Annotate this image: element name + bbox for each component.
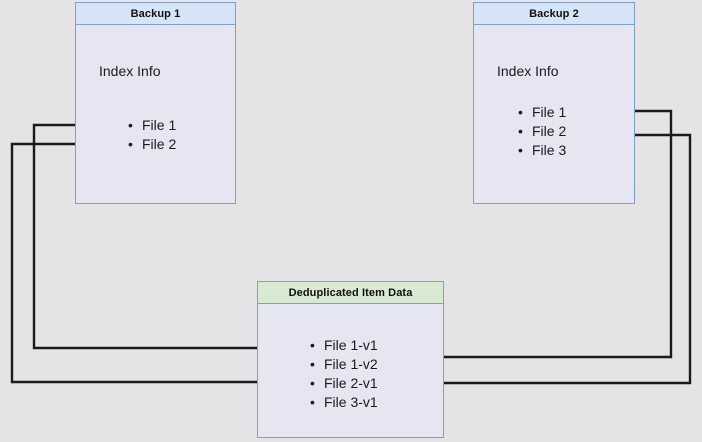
backup-1-box: Backup 1 Index Info File 1 File 2 bbox=[75, 2, 236, 204]
backup-2-body: Index Info File 1 File 2 File 3 bbox=[474, 25, 634, 203]
backup-1-title: Backup 1 bbox=[76, 3, 235, 25]
backup-1-body: Index Info File 1 File 2 bbox=[76, 25, 235, 203]
list-item: File 1 bbox=[516, 103, 566, 122]
list-item: File 2 bbox=[126, 135, 176, 154]
backup-2-title: Backup 2 bbox=[474, 3, 634, 25]
list-item: File 2-v1 bbox=[308, 374, 378, 393]
list-item: File 1 bbox=[126, 116, 176, 135]
list-item: File 3 bbox=[516, 141, 566, 160]
backup-1-file-list: File 1 File 2 bbox=[126, 116, 176, 154]
backup-2-box: Backup 2 Index Info File 1 File 2 File 3 bbox=[473, 2, 635, 204]
dedup-title: Deduplicated Item Data bbox=[258, 282, 443, 304]
list-item: File 1-v1 bbox=[308, 336, 378, 355]
list-item: File 3-v1 bbox=[308, 393, 378, 412]
list-item: File 2 bbox=[516, 122, 566, 141]
backup-1-index-label: Index Info bbox=[99, 63, 161, 79]
dedup-item-list: File 1-v1 File 1-v2 File 2-v1 File 3-v1 bbox=[308, 336, 378, 412]
dedup-body: File 1-v1 File 1-v2 File 2-v1 File 3-v1 bbox=[258, 304, 443, 437]
list-item: File 1-v2 bbox=[308, 355, 378, 374]
backup-2-index-label: Index Info bbox=[497, 63, 559, 79]
backup-2-file-list: File 1 File 2 File 3 bbox=[516, 103, 566, 160]
deduplicated-item-data-box: Deduplicated Item Data File 1-v1 File 1-… bbox=[257, 281, 444, 438]
